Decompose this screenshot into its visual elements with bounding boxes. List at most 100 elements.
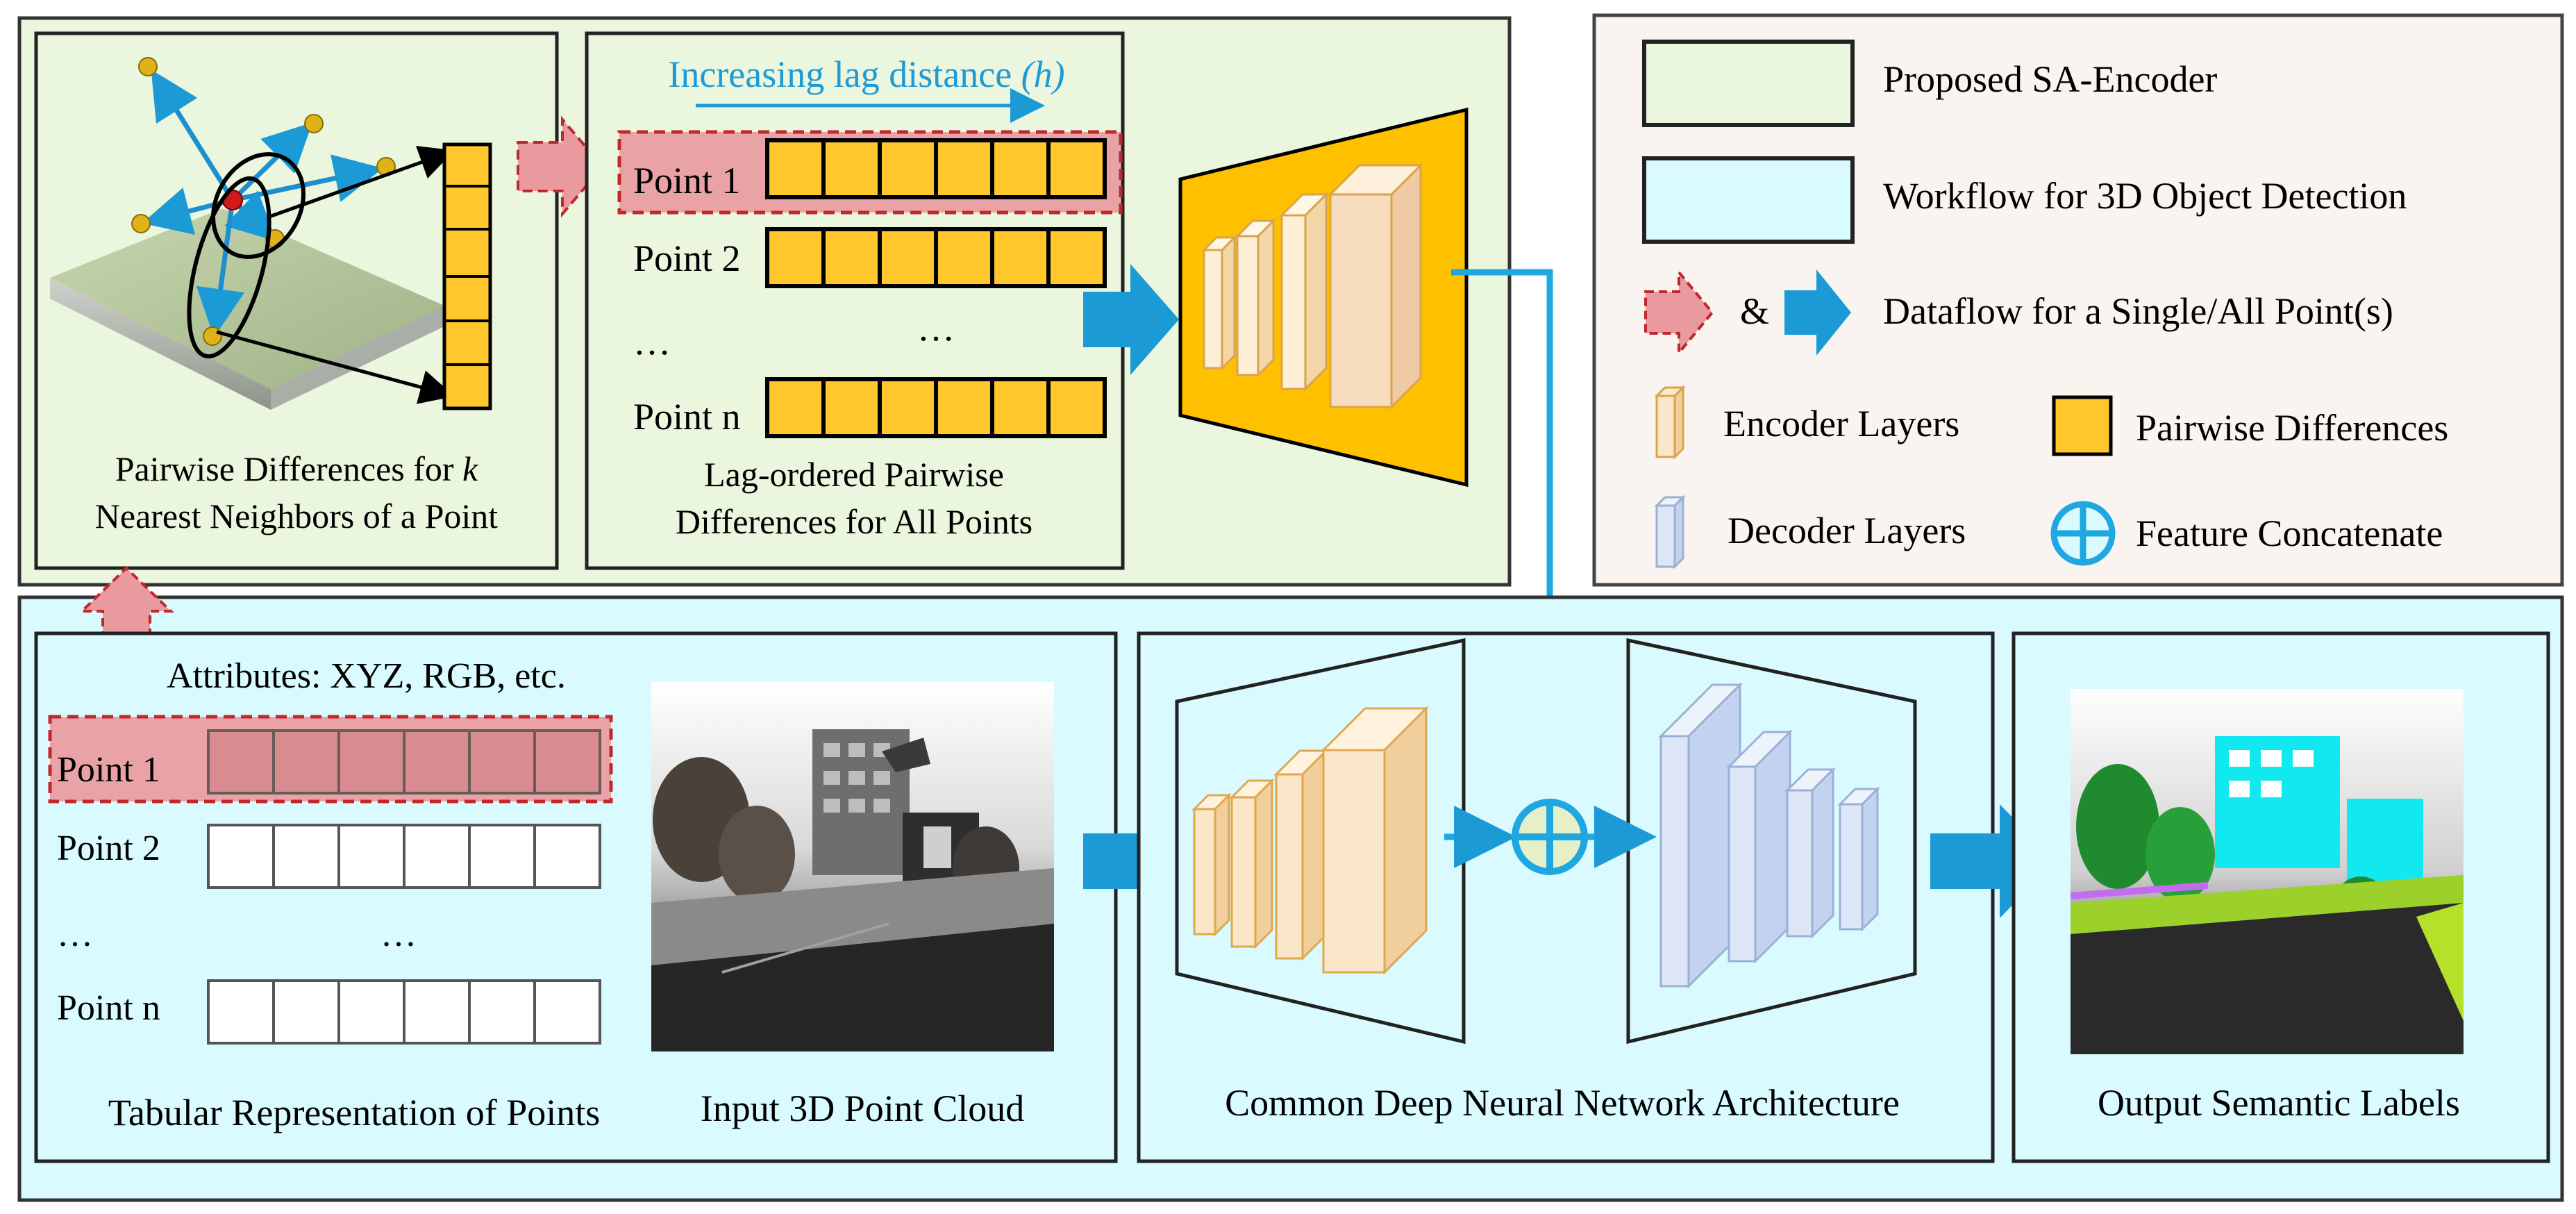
lag-caption-line1: Lag-ordered Pairwise xyxy=(704,455,1004,494)
legend-concat-icon xyxy=(2050,501,2116,566)
pairwise-difference-cell xyxy=(990,138,1051,199)
network-encoder-layers xyxy=(1191,706,1429,975)
lag-row-label: Point 2 xyxy=(633,238,741,279)
attribute-cell xyxy=(272,979,340,1045)
attribute-cell xyxy=(337,979,405,1045)
attributes-label: Attributes: XYZ, RGB, etc. xyxy=(167,656,566,696)
tabular-row-label: Point 1 xyxy=(57,750,160,790)
pointer-line-lower xyxy=(216,330,455,404)
output-segmentation-image xyxy=(2071,689,2464,1054)
pairwise-difference-cell xyxy=(934,138,994,199)
pairwise-difference-cell xyxy=(821,138,882,199)
pairwise-difference-cell xyxy=(934,227,994,288)
legend-decoder-icon xyxy=(1654,494,1686,569)
network-caption: Common Deep Neural Network Architecture xyxy=(1225,1082,1900,1124)
tabular-row-label: … xyxy=(57,915,93,954)
decoder-layer xyxy=(1658,682,1743,989)
encoder-layer xyxy=(1328,163,1423,410)
feature-concatenate-node xyxy=(1512,799,1588,875)
legend-encoder-label: Encoder Layers xyxy=(1723,403,1959,444)
pairwise-difference-cell xyxy=(878,138,938,199)
lag-row-label: … xyxy=(633,321,671,363)
pairwise-difference-cell xyxy=(765,377,826,438)
lag-caption-line2: Differences for All Points xyxy=(676,502,1032,541)
attribute-cell xyxy=(468,729,536,795)
all-points-dataflow-arrow xyxy=(1083,264,1179,375)
tabular-row-cells xyxy=(207,729,601,1045)
legend-pairwise-swatch xyxy=(2052,395,2113,456)
tabular-middle-ellipsis: … xyxy=(380,915,417,954)
attribute-cell xyxy=(533,824,601,889)
attribute-cell xyxy=(403,979,471,1045)
knn-plate-illustration xyxy=(50,208,444,410)
pairwise-difference-cell xyxy=(1046,138,1107,199)
attribute-cell xyxy=(468,824,536,889)
legend-decoder-label: Decoder Layers xyxy=(1728,510,1966,551)
legend-encoder-icon xyxy=(1654,385,1686,460)
legend-pairwise-label: Pairwise Differences xyxy=(2136,407,2448,449)
single-point-dataflow-arrow xyxy=(517,115,605,218)
knn-feature-column xyxy=(442,142,492,410)
legend-proposed-label: Proposed SA-Encoder xyxy=(1883,58,2217,100)
pairwise-difference-cell xyxy=(990,227,1051,288)
attribute-cell xyxy=(403,729,471,795)
attribute-cell xyxy=(272,824,340,889)
tabular-row-label: Point n xyxy=(57,988,160,1028)
attribute-cell xyxy=(533,979,601,1045)
pairwise-difference-cell xyxy=(1046,227,1107,288)
decoder-layer xyxy=(1726,729,1793,964)
attribute-cell xyxy=(468,979,536,1045)
lag-row-cells xyxy=(765,138,1107,438)
attribute-cell xyxy=(403,824,471,889)
lag-row-label: Point n xyxy=(633,396,741,438)
knn-caption-line1: Pairwise Differences for k xyxy=(115,449,478,488)
decoder-layer xyxy=(1784,767,1836,939)
encoder-layer xyxy=(1273,748,1329,961)
legend-all-arrow-icon xyxy=(1784,269,1851,356)
encoder-layer xyxy=(1279,192,1329,392)
lag-title: Increasing lag distance (h) xyxy=(668,53,1064,95)
pairwise-difference-cell xyxy=(765,138,826,199)
input-point-cloud-image xyxy=(651,682,1054,1051)
pairwise-difference-cell xyxy=(878,377,938,438)
encoder-layer xyxy=(1191,792,1232,937)
input-cloud-caption: Input 3D Point Cloud xyxy=(701,1088,1025,1129)
encoder-layer xyxy=(1229,778,1275,949)
output-caption: Output Semantic Labels xyxy=(2098,1082,2460,1124)
encoder-layer xyxy=(1235,218,1276,378)
tabular-caption: Tabular Representation of Points xyxy=(108,1092,601,1133)
legend-proposed-swatch xyxy=(1642,40,1855,127)
network-decoder-layers xyxy=(1658,682,1880,989)
attribute-cell xyxy=(337,824,405,889)
tabular-row-label: Point 2 xyxy=(57,829,160,868)
pairwise-difference-cell xyxy=(990,377,1051,438)
lag-middle-ellipsis: … xyxy=(917,307,955,349)
attribute-cell xyxy=(533,729,601,795)
sa-encoder-layers xyxy=(1201,163,1423,410)
attribute-cell xyxy=(272,729,340,795)
legend-workflow-swatch xyxy=(1642,156,1855,244)
legend-concat-label: Feature Concatenate xyxy=(2136,513,2443,554)
pairwise-difference-cell xyxy=(821,227,882,288)
pairwise-difference-cell xyxy=(765,227,826,288)
legend-single-arrow-icon xyxy=(1644,268,1714,357)
attribute-cell xyxy=(207,979,275,1045)
decoder-layer xyxy=(1837,786,1880,932)
pairwise-difference-cell xyxy=(934,377,994,438)
attribute-cell xyxy=(207,729,275,795)
lag-row-label: Point 1 xyxy=(633,160,741,201)
neighbor-ellipse-large xyxy=(187,176,271,359)
neighbor-ellipse-small xyxy=(211,152,306,259)
legend-workflow-label: Workflow for 3D Object Detection xyxy=(1883,175,2407,217)
knn-caption-line2: Nearest Neighbors of a Point xyxy=(95,497,499,535)
pointer-line-upper xyxy=(269,145,455,219)
pairwise-difference-cell xyxy=(1046,377,1107,438)
encoder-layer xyxy=(1201,235,1237,371)
legend-dataflow-amp: & xyxy=(1740,290,1769,332)
encoder-layer xyxy=(1321,706,1429,975)
pairwise-difference-cell xyxy=(878,227,938,288)
legend-dataflow-label: Dataflow for a Single/All Point(s) xyxy=(1883,290,2393,332)
attribute-cell xyxy=(207,824,275,889)
pairwise-difference-cell xyxy=(821,377,882,438)
